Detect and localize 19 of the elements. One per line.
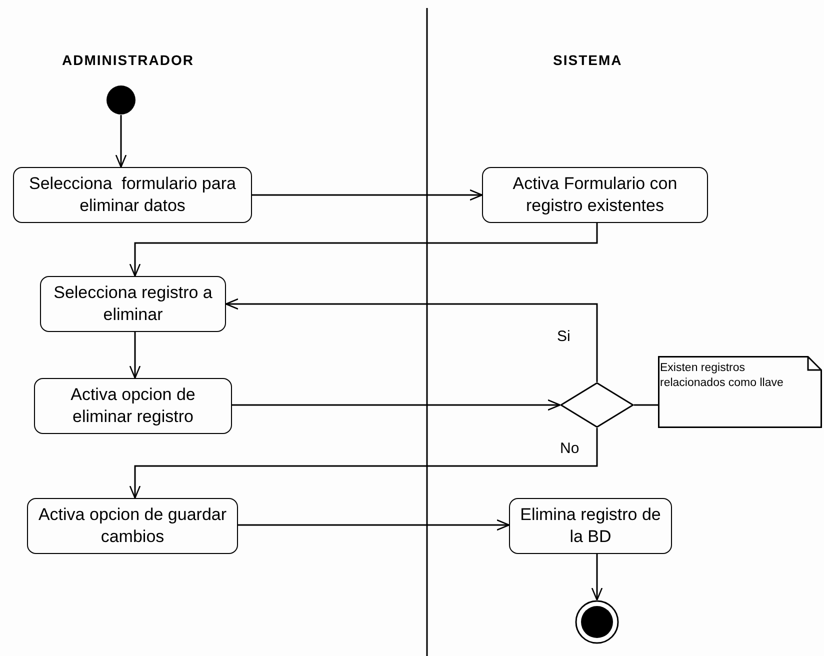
arrow — [252, 189, 483, 201]
arrow — [232, 399, 561, 411]
activity-box: Selecciona formulario para eliminar datos — [13, 167, 252, 223]
arrow — [591, 554, 603, 601]
activity-box: Activa Formulario con registro existentes — [482, 167, 708, 223]
note-text: Existen registros relacionados como llave — [660, 361, 784, 391]
swimlane-title: SISTEMA — [553, 52, 622, 68]
activity-box: Activa opcion de guardar cambios — [27, 498, 238, 554]
arrow — [129, 332, 141, 379]
arrow — [129, 223, 598, 277]
connector-line — [634, 404, 658, 406]
arrow — [225, 298, 598, 382]
arrow — [129, 428, 598, 499]
swimlane-title: ADMINISTRADOR — [62, 52, 194, 68]
arrow — [238, 519, 510, 531]
activity-box: Activa opcion de eliminar registro — [34, 378, 232, 434]
activity-box: Selecciona registro a eliminar — [40, 276, 226, 332]
arrow — [115, 115, 127, 168]
activity-box: Elimina registro de la BD — [509, 498, 672, 554]
